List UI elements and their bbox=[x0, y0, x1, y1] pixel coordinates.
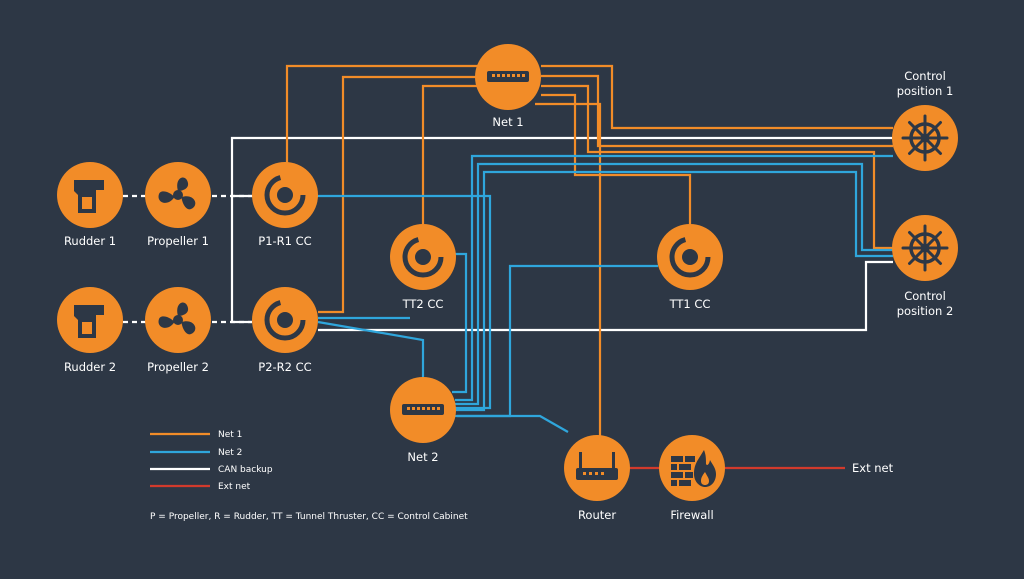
control-cabinet-icon bbox=[264, 299, 306, 341]
legend-label-net2: Net 2 bbox=[218, 448, 242, 458]
legend-item-ext-net: Ext net bbox=[150, 482, 251, 492]
net2-line-cp1-a bbox=[455, 154, 893, 402]
node-control-position-1[interactable]: Control position 1 bbox=[892, 69, 958, 171]
can-line-p1-p2 bbox=[230, 196, 252, 324]
can-backup-lines bbox=[123, 136, 893, 332]
network-switch-icon bbox=[487, 71, 529, 82]
node-p1-r1-label: P1-R1 CC bbox=[258, 234, 311, 248]
node-net-1-label: Net 1 bbox=[492, 115, 523, 129]
node-net-2[interactable]: Net 2 bbox=[390, 377, 456, 464]
node-control-position-2[interactable]: Control position 2 bbox=[892, 215, 958, 318]
node-cp2-label-line1: Control bbox=[904, 289, 946, 303]
control-cabinet-icon bbox=[669, 236, 711, 278]
rudder-icon bbox=[74, 180, 104, 213]
node-rudder-2-label: Rudder 2 bbox=[64, 360, 116, 374]
net1-line-p2r2 bbox=[318, 75, 476, 314]
node-cp2-label-line2: position 2 bbox=[897, 304, 954, 318]
net1-lines bbox=[285, 64, 893, 444]
node-propeller-1-label: Propeller 1 bbox=[147, 234, 209, 248]
node-cp1-label-line1: Control bbox=[904, 69, 946, 83]
net1-line-cp1-b bbox=[541, 74, 893, 148]
control-cabinet-icon bbox=[402, 236, 444, 278]
node-propeller-1[interactable]: Propeller 1 bbox=[145, 162, 211, 248]
net2-line-p2r2 bbox=[317, 320, 425, 378]
node-propeller-2-label: Propeller 2 bbox=[147, 360, 209, 374]
net2-line-tt1 bbox=[457, 264, 658, 418]
rudder-icon bbox=[74, 305, 104, 338]
node-tt1-label: TT1 CC bbox=[669, 297, 711, 311]
node-firewall[interactable]: Firewall bbox=[659, 435, 725, 522]
node-tt2-cc[interactable]: TT2 CC bbox=[390, 224, 456, 311]
net1-line-p1r1 bbox=[285, 64, 480, 165]
node-net-1[interactable]: Net 1 bbox=[475, 44, 541, 129]
net1-line-cp2 bbox=[541, 84, 893, 250]
firewall-icon bbox=[671, 450, 716, 487]
ship-wheel-icon bbox=[901, 114, 949, 162]
legend-item-net2: Net 2 bbox=[150, 448, 242, 458]
network-switch-icon bbox=[402, 404, 444, 415]
propeller-icon bbox=[158, 302, 196, 335]
node-rudder-1-label: Rudder 1 bbox=[64, 234, 116, 248]
node-cp1-label-line2: position 1 bbox=[897, 84, 954, 98]
node-rudder-2[interactable]: Rudder 2 bbox=[57, 287, 123, 374]
net1-line-cp1-a bbox=[541, 64, 893, 130]
legend-label-ext-net: Ext net bbox=[218, 482, 251, 492]
connections bbox=[123, 64, 893, 470]
legend: Net 1 Net 2 CAN backup Ext net P = Prope… bbox=[150, 430, 468, 522]
node-rudder-1[interactable]: Rudder 1 bbox=[57, 162, 123, 248]
node-p2-r2-cc[interactable]: P2-R2 CC bbox=[252, 287, 318, 374]
net1-line-tt2 bbox=[421, 84, 480, 226]
node-p1-r1-cc[interactable]: P1-R1 CC bbox=[252, 162, 318, 248]
net2-line-p1r1 bbox=[318, 194, 492, 410]
legend-label-can-backup: CAN backup bbox=[218, 465, 273, 475]
net2-line-cp2 bbox=[455, 170, 893, 412]
node-net-2-label: Net 2 bbox=[407, 450, 438, 464]
net2-lines bbox=[317, 154, 893, 433]
legend-footnote: P = Propeller, R = Rudder, TT = Tunnel T… bbox=[150, 512, 468, 522]
net2-line-cp1-b bbox=[455, 162, 893, 406]
net2-line-router bbox=[455, 414, 569, 433]
can-line-p2-cp2 bbox=[318, 260, 893, 332]
node-router-label: Router bbox=[578, 508, 616, 522]
ext-net-label: Ext net bbox=[852, 461, 894, 475]
router-icon bbox=[576, 452, 618, 480]
legend-label-net1: Net 1 bbox=[218, 430, 242, 440]
ship-wheel-icon bbox=[901, 224, 949, 272]
node-propeller-2[interactable]: Propeller 2 bbox=[145, 287, 211, 374]
node-router[interactable]: Router bbox=[564, 435, 630, 522]
net2-line-tt2 bbox=[452, 252, 468, 394]
node-tt1-cc[interactable]: TT1 CC bbox=[657, 224, 723, 311]
node-p2-r2-label: P2-R2 CC bbox=[258, 360, 311, 374]
net1-line-tt1 bbox=[541, 93, 692, 226]
control-cabinet-icon bbox=[264, 174, 306, 216]
node-firewall-circle bbox=[659, 435, 725, 501]
node-tt2-label: TT2 CC bbox=[402, 297, 444, 311]
node-firewall-label: Firewall bbox=[670, 508, 713, 522]
legend-item-can-backup: CAN backup bbox=[150, 465, 273, 475]
legend-item-net1: Net 1 bbox=[150, 430, 242, 440]
propeller-icon bbox=[158, 177, 196, 210]
net1-line-router bbox=[535, 102, 602, 444]
